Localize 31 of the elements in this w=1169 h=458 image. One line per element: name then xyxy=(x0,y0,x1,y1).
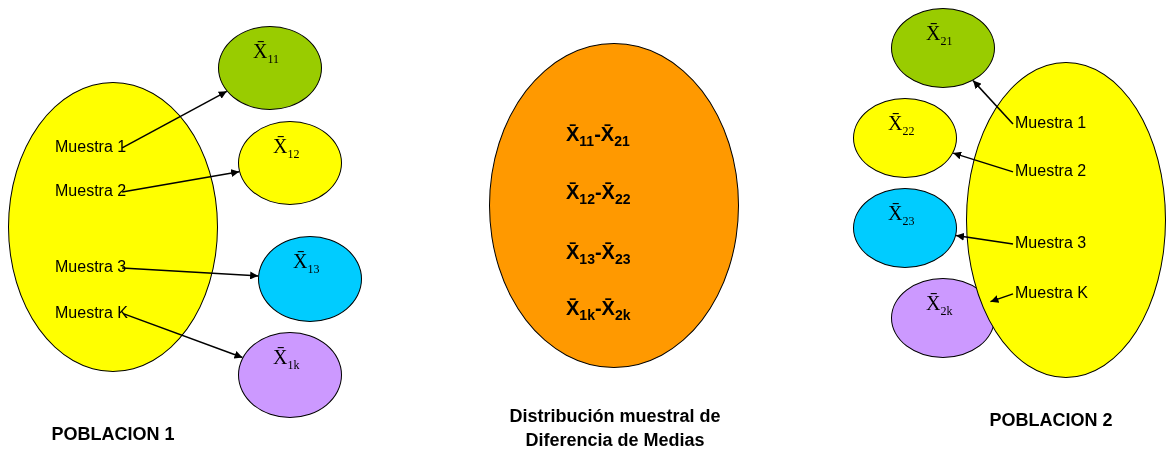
sample-label: Muestra 2 xyxy=(1015,162,1087,180)
distribution-heading: Distribución muestral de Diferencia de Medias xyxy=(508,405,722,452)
arrow xyxy=(952,151,1014,173)
sample-mean-symbol: X̄$_{13}$ xyxy=(293,249,320,278)
sample-mean-symbol: X̄$_{12}$ xyxy=(273,134,300,163)
mean-difference-formula: X̄$_{11}$-X̄$_{21}$ xyxy=(566,122,630,151)
mean-difference-formula: X̄$_{13}$-X̄$_{23}$ xyxy=(566,240,631,269)
mean-difference-formula: X̄$_{12}$-X̄$_{22}$ xyxy=(566,180,631,209)
arrow xyxy=(121,90,228,149)
population-heading: POBLACION 2 xyxy=(988,409,1114,432)
sample-label: Muestra K xyxy=(55,304,128,322)
arrow xyxy=(972,79,1014,125)
population-heading: POBLACION 1 xyxy=(50,423,176,446)
sample-label: Muestra 2 xyxy=(55,182,127,200)
sample-mean-symbol: X̄$_{1k}$ xyxy=(273,345,300,374)
sample-label: Muestra K xyxy=(1015,284,1088,302)
sample-mean-symbol: X̄$_{21}$ xyxy=(926,21,953,50)
sample-mean-symbol: X̄$_{11}$ xyxy=(253,39,279,68)
sample-mean-symbol: X̄$_{22}$ xyxy=(888,111,915,140)
sample-label: Muestra 1 xyxy=(55,138,127,156)
arrow xyxy=(955,232,1014,245)
arrow xyxy=(121,169,240,193)
arrow xyxy=(123,313,244,359)
sample-label: Muestra 3 xyxy=(1015,234,1087,252)
sample-label: Muestra 1 xyxy=(1015,114,1087,132)
sample-mean-symbol: X̄$_{2k}$ xyxy=(926,291,953,320)
arrow xyxy=(989,293,1014,303)
arrow xyxy=(121,267,259,280)
sample-label: Muestra 3 xyxy=(55,258,127,276)
sample-mean-symbol: X̄$_{23}$ xyxy=(888,201,915,230)
mean-difference-formula: X̄$_{1k}$-X̄$_{2k}$ xyxy=(566,296,631,325)
